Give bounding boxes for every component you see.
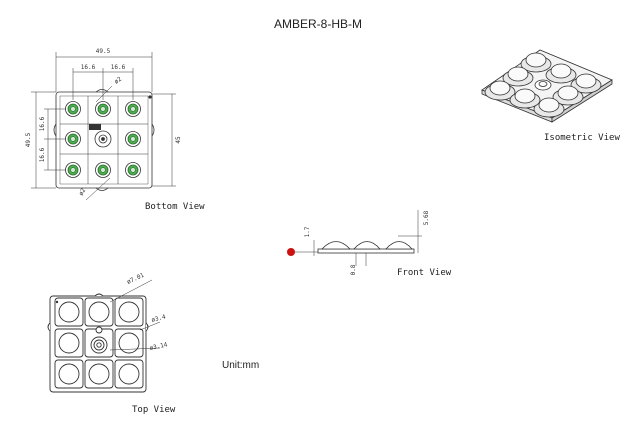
dim-overall-width: 49.5 — [96, 48, 111, 55]
bottom-dimension-lines — [31, 52, 176, 201]
led-4 — [65, 131, 81, 147]
front-dimension-lines — [295, 210, 422, 266]
front-view — [317, 241, 415, 254]
top-view — [47, 293, 149, 393]
led-2 — [95, 101, 111, 117]
led-1 — [65, 101, 81, 117]
dim-pin-dia: ø2 — [78, 187, 88, 197]
unit-note: Unit:mm — [222, 360, 260, 371]
dim-top-d2: ø3.4 — [151, 313, 167, 324]
dim-pitch-1: 16.6 — [81, 64, 96, 71]
led-8 — [125, 162, 141, 178]
led-7 — [95, 162, 111, 178]
isometric-view-label: Isometric View — [544, 133, 620, 143]
dim-inner-height: 45 — [175, 136, 182, 144]
led-5 — [125, 131, 141, 147]
drawing-title: AMBER-8-HB-M — [273, 17, 362, 31]
dim-top-d3: ø3.14 — [149, 341, 169, 352]
front-view-label: Front View — [397, 268, 452, 278]
top-view-label: Top View — [132, 405, 176, 415]
dim-gap: 0.8 — [350, 264, 357, 275]
dim-overall-height: 49.5 — [25, 132, 32, 147]
dim-pitch-2: 16.6 — [111, 64, 126, 71]
dim-hole-dia: ø2 — [113, 76, 123, 86]
dim-top-d1: ø7.01 — [126, 272, 146, 286]
top-dimension-lines — [109, 279, 161, 351]
led-3 — [125, 101, 141, 117]
dim-lens-height: 5.68 — [423, 210, 430, 225]
bottom-view-label: Bottom View — [145, 202, 205, 212]
dim-pitch-v1: 16.6 — [39, 116, 46, 131]
isometric-view — [481, 49, 613, 123]
dim-base-thickness: 1.7 — [304, 226, 311, 237]
led-6 — [65, 162, 81, 178]
origin-marker — [287, 248, 295, 256]
dim-pitch-v2: 16.6 — [39, 147, 46, 162]
